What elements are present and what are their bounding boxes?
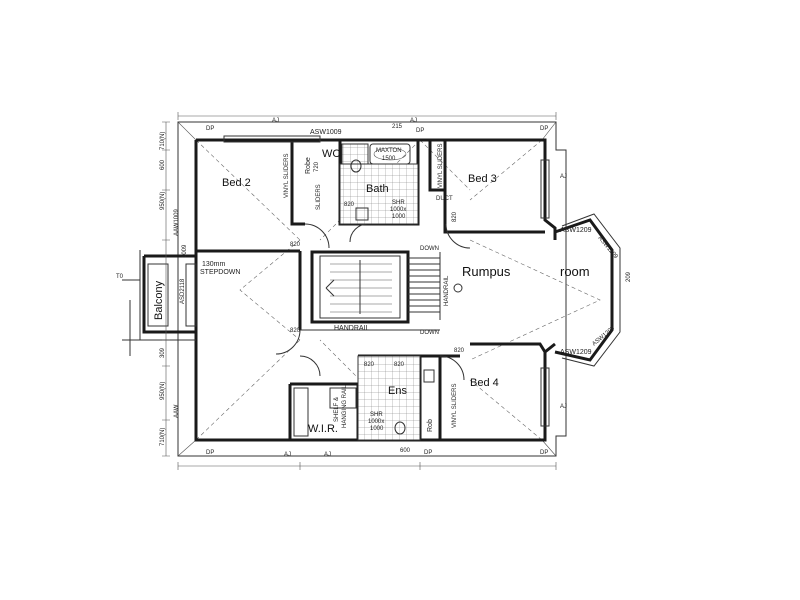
shelf-label-2: HANGING RAIL [342, 384, 348, 428]
wir-shelf [329, 387, 357, 409]
dim-1009: 1009 [182, 244, 188, 258]
window-label-bay-bottom: ASW1209 [591, 325, 616, 347]
duct-label: DUCT [436, 196, 453, 202]
dim-209: 209 [626, 271, 632, 282]
wir-shelf [293, 387, 309, 437]
door-size-820: 820 [364, 362, 375, 368]
stepdown-label-1: 130mm [202, 261, 226, 268]
room-label-ens: Ens [388, 385, 407, 397]
basin-icon [355, 207, 369, 221]
doors [275, 223, 471, 381]
rumpus-marker-icon [453, 283, 463, 293]
balcony [122, 250, 197, 356]
room-label-rumpus: Rumpus [462, 264, 511, 279]
down-label-bottom: DOWN [420, 330, 439, 336]
toilet-icon [350, 159, 362, 173]
room-label-bed4: Bed 4 [470, 377, 499, 389]
stepdown-label-2: STEPDOWN [200, 269, 240, 276]
aj-tag: AJ [410, 118, 417, 124]
window-label-left-top: AAW1009 [174, 209, 180, 236]
door-size-820: 820 [452, 211, 458, 222]
window-label-balcony-door: ASD2118 [180, 278, 186, 304]
bay-window-glazing [561, 213, 621, 367]
ensuite-tiles [357, 355, 421, 441]
dimension-lines [162, 112, 557, 470]
aj-tag: AJ [284, 452, 291, 458]
toilet-icon [394, 421, 406, 435]
door-size-820: 820 [454, 348, 465, 354]
window-label-right-top: ASW1209 [560, 227, 592, 234]
room-label-room: room [560, 264, 590, 279]
shr-ens-1: SHR [370, 412, 383, 418]
dp-tag: DP [424, 450, 432, 456]
dp-tag: DP [206, 450, 214, 456]
aj-tag: AJ [272, 118, 279, 124]
bathtub-icon [369, 143, 411, 165]
dim-710-bottom: 710(N) [160, 428, 166, 446]
shr-top-1: SHR [392, 200, 405, 206]
bath-size-label: 1500 [382, 156, 396, 162]
bath-tub-label: MAXTON [376, 148, 402, 154]
aj-tag: AJ [560, 404, 567, 410]
vinyl-sliders-bed4: VINYL SLIDERS [452, 384, 458, 428]
dim-950-top: 950(N) [160, 192, 166, 210]
aj-tag: AJ [560, 174, 567, 180]
door-size-820: 820 [394, 362, 405, 368]
dim-710-top: 710(N) [160, 132, 166, 150]
right-windows [540, 159, 550, 427]
dp-tag: DP [540, 126, 548, 132]
shr-top-3: 1000 [392, 214, 406, 220]
shelf-label-1: SHELF & [334, 397, 340, 422]
vinyl-sliders-bed2: VINYL SLIDERS [284, 154, 290, 198]
dim-215: 215 [392, 124, 403, 130]
dim-950-bottom: 950(N) [160, 382, 166, 400]
room-label-wc: WC [322, 148, 340, 160]
handrail-label-vertical: HANDRAIL [444, 275, 450, 306]
door-size-820: 820 [344, 202, 355, 208]
door-size-820: 820 [290, 242, 301, 248]
dp-tag: DP [416, 128, 424, 134]
vinyl-sliders-bed3: VINYL SLIDERS [438, 144, 444, 188]
dp-tag: DP [540, 450, 548, 456]
aj-tag: AJ [324, 452, 331, 458]
shr-ens-2: 1000x [368, 419, 384, 425]
window-label-top: ASW1009 [310, 129, 342, 136]
wc-tiles [341, 143, 369, 165]
eave-outline [177, 121, 567, 457]
room-label-rob: Rob [427, 419, 434, 432]
staircase [310, 250, 441, 324]
window-label-right-bottom: ASW1209 [560, 349, 592, 356]
room-label-wir: W.I.R. [308, 423, 338, 435]
door-size-820: 820 [290, 328, 301, 334]
dim-600-top: 600 [160, 159, 166, 170]
top-window [223, 135, 321, 143]
bath-tiles [339, 163, 419, 225]
dim-t0: T0 [116, 274, 124, 280]
shr-ens-3: 1000 [370, 426, 384, 432]
room-label-balcony: Balcony [153, 280, 165, 320]
basin-icon [423, 369, 435, 383]
room-label-bed2: Bed 2 [222, 177, 251, 189]
dim-600-bottom: 600 [400, 448, 411, 454]
down-label-top: DOWN [420, 246, 439, 252]
handrail-label-horizontal: HANDRAIL [334, 325, 370, 332]
window-label-bay-top: ASW1209 [596, 235, 618, 260]
dim-aaw: AAW [174, 404, 180, 418]
dp-tag: DP [206, 126, 214, 132]
room-label-bed3: Bed 3 [468, 173, 497, 185]
dim-309: 309 [160, 347, 166, 358]
sliders-label: SLIDERS [316, 184, 322, 210]
shr-top-2: 1000x [390, 207, 406, 213]
door-size-720: 720 [314, 161, 320, 172]
room-label-robe: Robe [305, 157, 312, 174]
room-label-bath: Bath [366, 183, 389, 195]
